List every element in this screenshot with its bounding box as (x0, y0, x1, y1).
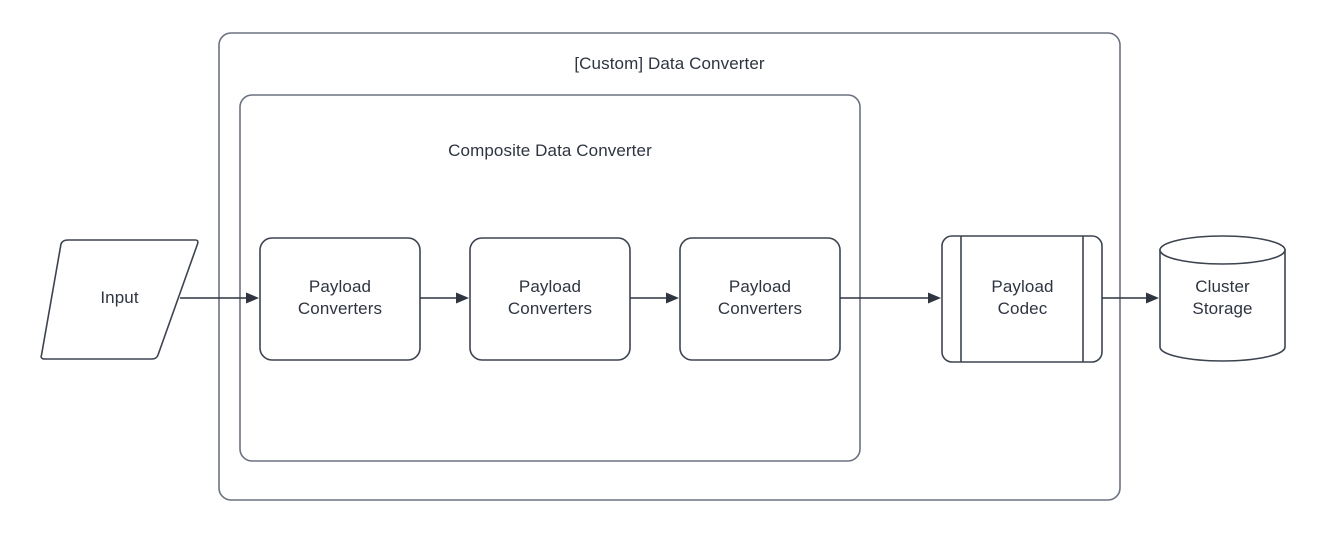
edge-input-to-pc1 (180, 292, 259, 304)
node-payload-codec-shape[interactable] (941, 235, 1103, 363)
edge-pc2-to-pc3 (630, 292, 679, 304)
node-cluster-storage-top-ellipse (1159, 235, 1286, 265)
group-custom-data-converter[interactable] (218, 32, 1121, 501)
edge-pc1-to-pc2 (420, 292, 469, 304)
node-payload-converters-2-shape[interactable] (469, 237, 631, 361)
node-payload-converters-1-shape[interactable] (259, 237, 421, 361)
group-composite-data-converter[interactable] (239, 94, 861, 462)
node-cluster-storage-shape[interactable] (1159, 249, 1286, 362)
edge-codec-to-storage (1102, 292, 1159, 304)
node-payload-converters-3-shape[interactable] (679, 237, 841, 361)
node-input-shape[interactable] (40, 239, 199, 360)
edge-pc3-to-codec (840, 292, 941, 304)
